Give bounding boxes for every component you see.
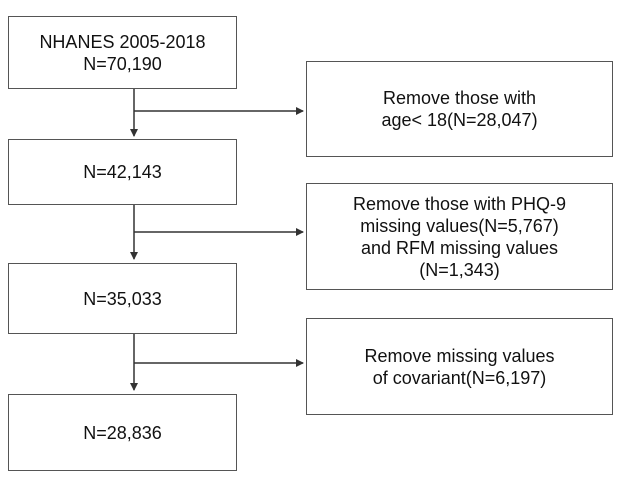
side-box-1: Remove those with age< 18(N=28,047) (306, 61, 613, 157)
main-box-1-line-1: NHANES 2005-2018 (39, 31, 206, 52)
main-box-1: NHANES 2005-2018 N=70,190 (8, 16, 237, 89)
side-box-3: Remove missing values of covariant(N=6,1… (306, 318, 613, 415)
side-box-2-line-3: and RFM missing values (360, 237, 559, 258)
main-box-3: N=35,033 (8, 263, 237, 334)
side-box-2-line-4: (N=1,343) (419, 259, 500, 280)
main-box-2-line-1: N=42,143 (83, 162, 162, 182)
main-box-4-line-1: N=28,836 (83, 422, 162, 443)
side-box-3-line-1: Remove missing values (364, 345, 555, 366)
side-box-1-line-1: Remove those with (382, 88, 537, 108)
main-box-3-line-1: N=35,033 (83, 288, 162, 309)
side-box-3-line-2: of covariant(N=6,197) (372, 367, 547, 388)
side-box-2: Remove those with PHQ-9 missing values(N… (306, 183, 613, 290)
side-box-1-line-2: age< 18(N=28,047) (381, 110, 538, 130)
main-box-2: N=42,143 (8, 139, 237, 205)
side-box-2-line-2: missing values(N=5,767) (360, 215, 559, 236)
side-box-2-line-1: Remove those with PHQ-9 (352, 193, 567, 214)
main-box-1-line-2: N=70,190 (83, 53, 162, 74)
main-box-4: N=28,836 (8, 394, 237, 471)
